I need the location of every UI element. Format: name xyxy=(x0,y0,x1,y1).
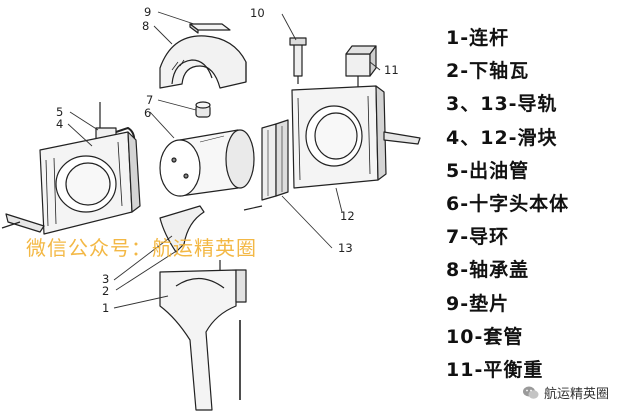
legend-item: 11-平衡重 xyxy=(446,358,544,381)
legend-item: 5-出油管 xyxy=(446,159,530,182)
crosshead-body xyxy=(159,129,255,197)
callout-labels: 9 8 10 11 7 6 5 4 3 2 1 12 13 xyxy=(56,5,399,315)
callout-1: 1 xyxy=(102,301,109,315)
connecting-rod xyxy=(159,260,247,411)
parts-legend: 1-连杆 2-下轴瓦 3、13-导轨 4、12-滑块 5-出油管 6-十字头本体… xyxy=(446,22,636,387)
callout-10: 10 xyxy=(250,6,265,20)
callout-4: 4 xyxy=(56,117,63,131)
legend-item: 4、12-滑块 xyxy=(446,126,558,149)
callout-5: 5 xyxy=(56,105,63,119)
bearing-cap xyxy=(159,35,247,89)
callout-11: 11 xyxy=(384,63,399,77)
shim-plate xyxy=(189,23,231,34)
callout-6: 6 xyxy=(144,106,151,120)
legend-item: 2-下轴瓦 xyxy=(446,60,530,83)
legend-item: 7-导环 xyxy=(446,226,510,249)
leader-lines xyxy=(67,11,381,309)
legend-item: 10-套管 xyxy=(446,325,524,348)
callout-13: 13 xyxy=(338,241,353,255)
watermark-text: 微信公众号：航运精英圈 xyxy=(26,236,257,260)
callout-9: 9 xyxy=(144,5,151,19)
guide-rail xyxy=(261,119,289,201)
small-bolt xyxy=(243,205,263,211)
wechat-icon xyxy=(523,386,539,399)
legend-item: 1-连杆 xyxy=(446,27,510,49)
guide-ring xyxy=(195,101,211,118)
legend-item: 3、13-导轨 xyxy=(446,93,558,116)
callout-2: 2 xyxy=(102,284,109,298)
balance-weight xyxy=(345,45,377,94)
callout-3: 3 xyxy=(102,272,109,286)
lower-bearing-shell xyxy=(159,205,205,253)
legend-item: 8-轴承盖 xyxy=(446,259,530,282)
callout-8: 8 xyxy=(142,19,149,33)
legend-item: 9-垫片 xyxy=(446,292,510,315)
right-slipper-frame xyxy=(291,85,421,189)
brand-badge: 航运精英圈 xyxy=(522,383,609,402)
callout-7: 7 xyxy=(146,93,153,107)
legend-item: 6-十字头本体 xyxy=(446,192,570,215)
sleeve-bolt xyxy=(289,37,307,84)
brand-name: 航运精英圈 xyxy=(544,387,610,402)
callout-12: 12 xyxy=(340,209,355,223)
left-slipper-frame xyxy=(1,131,141,235)
